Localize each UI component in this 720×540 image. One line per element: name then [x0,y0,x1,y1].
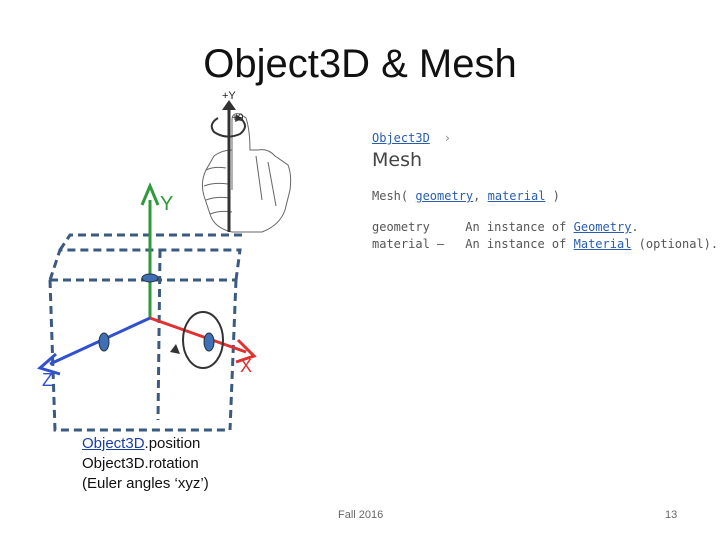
breadcrumb: Object3D › [372,131,718,145]
y-axis-label: Y [160,193,173,215]
param-material: material — An instance of Material (opti… [372,236,718,253]
sig-close: ) [552,189,560,203]
constructor-signature: Mesh( geometry, material ) [372,189,718,203]
param-tail: (optional). [638,237,719,251]
front-face-dot [98,332,110,352]
note-rotation: Object3D.rotation [82,455,199,472]
sig-material-link[interactable]: material [487,189,546,203]
param-list: geometry An instance of Geometry. materi… [372,219,718,253]
plus-theta-label: +θ [232,113,244,124]
x-axis-arrowhead-icon [235,338,257,364]
note-euler: (Euler angles ‘xyz’) [82,475,209,492]
y-axis-arrowhead-icon [140,182,160,206]
material-type-link[interactable]: Material [573,237,632,251]
plus-y-label: +Y [222,90,236,102]
param-desc: An instance of [465,220,567,234]
geometry-type-link[interactable]: Geometry [573,220,632,234]
param-name: material — [372,237,445,251]
right-face-dot [203,332,215,352]
sig-comma: , [473,189,481,203]
mesh-doc-excerpt: Object3D › Mesh Mesh( geometry, material … [372,131,718,253]
sig-geometry-link[interactable]: geometry [415,189,474,203]
x-rotation-arrow-icon [170,344,180,354]
rotation-arrow-icon [210,117,246,138]
doc-heading: Mesh [372,149,423,171]
object3d-link[interactable]: Object3D [82,435,145,452]
thumb-rule-hand-icon [201,113,292,233]
x-axis-line [149,316,247,354]
breadcrumb-object3d-link[interactable]: Object3D [372,131,430,145]
x-rotation-ellipse-icon [182,311,224,369]
slide-title: Object3D & Mesh [203,42,517,86]
hand-y-arrowhead-icon [222,100,236,110]
x-axis-label: X [240,356,252,376]
page-number: 13 [665,509,678,521]
param-name: geometry [372,220,430,234]
param-tail: . [631,220,639,234]
sig-name: Mesh( [372,189,409,203]
note-position-rest: .position [144,435,201,452]
rotation-arrowhead-icon [235,114,242,122]
z-axis-label: Z [42,370,53,390]
note-position: Object3D.position [82,434,209,454]
dashed-cube [48,233,245,432]
param-desc: An instance of [465,237,567,251]
chevron-right-icon: › [443,131,452,145]
top-face-dot [141,273,159,283]
z-axis-arrowhead-icon [36,352,61,376]
slide-footer: Fall 2016 [338,509,384,521]
param-geometry: geometry An instance of Geometry. [372,219,718,236]
notes-block: Object3D.position Object3D.rotation (Eul… [82,434,209,494]
